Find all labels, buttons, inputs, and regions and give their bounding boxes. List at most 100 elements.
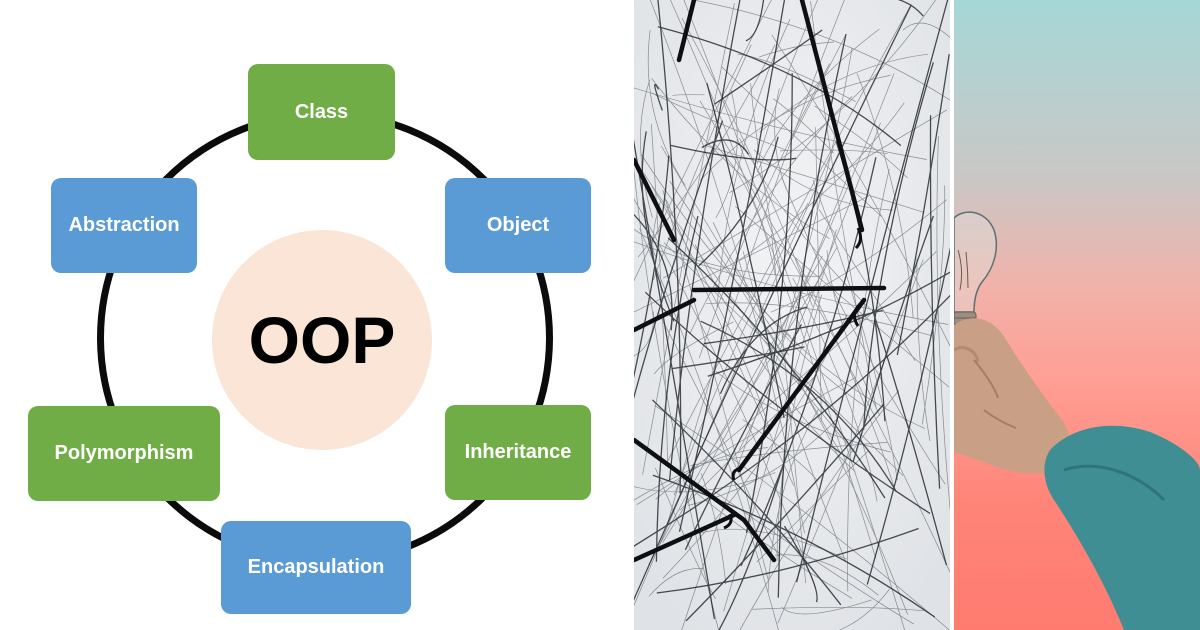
fine-string: [781, 599, 872, 615]
node-encapsulation: Encapsulation: [221, 521, 411, 614]
fine-string: [634, 311, 654, 357]
string: [718, 463, 785, 630]
string: [657, 0, 682, 494]
fine-string: [652, 44, 752, 281]
fine-string: [712, 222, 866, 408]
string: [745, 0, 765, 42]
fine-string: [713, 490, 914, 625]
string: [929, 115, 941, 489]
string: [678, 0, 786, 532]
string: [698, 136, 779, 267]
sleeve-icon: [1044, 425, 1200, 630]
fine-string: [767, 408, 820, 593]
fine-string: [634, 148, 835, 607]
fine-string: [812, 179, 898, 481]
fine-string: [759, 53, 929, 133]
node-polymorphism: Polymorphism: [28, 406, 220, 501]
fine-string: [642, 3, 735, 475]
fine-string: [634, 87, 927, 160]
fine-string: [634, 198, 817, 589]
string: [634, 120, 724, 400]
string: [644, 291, 931, 515]
string: [634, 5, 912, 601]
fine-string: [683, 0, 905, 630]
fine-string: [681, 17, 813, 307]
fine-string: [653, 321, 734, 375]
fine-string: [654, 467, 717, 600]
string: [667, 237, 886, 499]
fine-string: [838, 588, 890, 630]
string: [655, 215, 699, 562]
fine-string: [781, 177, 946, 485]
fine-string: [847, 169, 890, 592]
node-abstraction: Abstraction: [51, 178, 197, 273]
fine-string: [739, 390, 900, 630]
network-strings-photo: [634, 0, 950, 630]
fine-string: [742, 419, 818, 482]
fine-string: [756, 0, 818, 164]
fine-string: [636, 377, 856, 505]
string: [634, 213, 673, 331]
fine-string: [721, 66, 882, 217]
fine-string: [781, 47, 853, 339]
fine-string: [774, 88, 787, 190]
string: [896, 54, 950, 356]
fine-string: [818, 209, 916, 362]
fine-string: [700, 473, 727, 585]
fine-string: [691, 0, 950, 101]
fine-string: [738, 102, 905, 261]
string: [701, 139, 750, 155]
fine-string: [641, 154, 792, 337]
string: [685, 403, 885, 622]
fine-string: [774, 554, 879, 596]
fine-string: [694, 244, 856, 472]
node-class: Class: [248, 64, 395, 160]
string: [719, 306, 808, 395]
fine-string: [706, 145, 925, 213]
string: [634, 294, 950, 547]
string: [862, 62, 934, 430]
fine-string: [647, 30, 686, 186]
fine-string: [664, 3, 912, 466]
string: [671, 346, 805, 370]
fine-string: [634, 167, 719, 630]
string: [641, 131, 675, 322]
string: [668, 0, 741, 482]
string: [897, 0, 924, 17]
fine-string: [662, 189, 769, 580]
fine-string: [750, 83, 782, 276]
fine-string: [936, 135, 950, 512]
lightbulb-photo: [954, 0, 1200, 630]
fine-string: [640, 79, 653, 218]
string: [634, 155, 670, 379]
fine-string: [756, 450, 869, 563]
fine-string: [698, 63, 831, 359]
fine-string: [687, 416, 839, 506]
center-circle: OOP: [212, 230, 432, 450]
fine-string: [672, 94, 705, 96]
fine-string: [654, 405, 950, 630]
hand-holding-bulb-illustration: [954, 211, 1200, 630]
string: [740, 157, 877, 567]
string: [700, 320, 897, 492]
fine-string: [634, 228, 822, 277]
fine-string: [735, 206, 950, 388]
string: [745, 73, 793, 534]
fine-string: [711, 140, 776, 275]
string: [652, 474, 936, 618]
oop-diagram: OOP Class Object Inheritance Encapsulati…: [28, 64, 591, 614]
string: [656, 527, 919, 594]
fine-string: [814, 105, 908, 179]
fine-string: [658, 312, 779, 557]
string: [866, 247, 950, 585]
fine-string: [660, 145, 789, 356]
string: [670, 144, 797, 161]
string: [783, 525, 818, 603]
node-inheritance: Inheritance: [445, 405, 591, 500]
fine-string: [700, 74, 891, 181]
fine-string: [902, 22, 950, 39]
strings-illustration: [634, 0, 950, 630]
fine-string: [921, 185, 946, 425]
string: [714, 29, 823, 105]
fine-string: [703, 246, 838, 462]
